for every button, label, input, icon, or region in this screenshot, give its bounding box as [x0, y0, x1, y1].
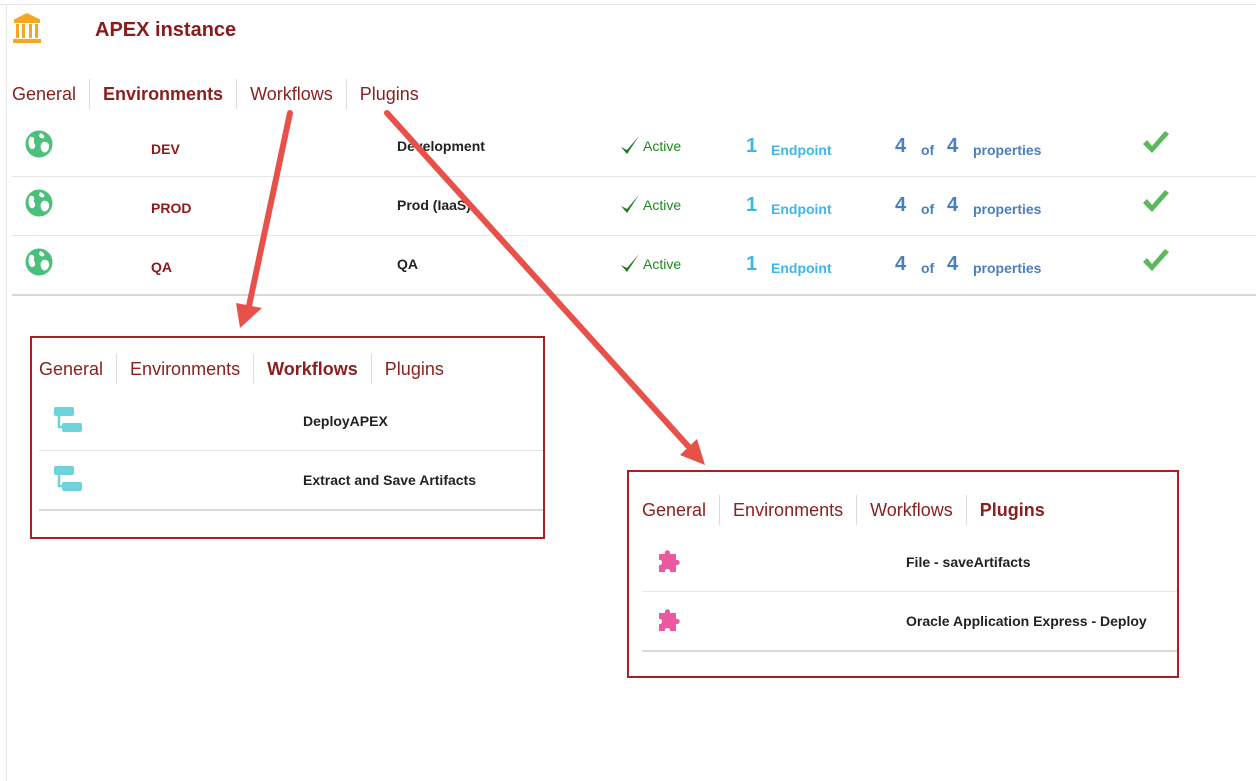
valid-checkmark-icon [1140, 248, 1172, 276]
tab-plugins[interactable]: Plugins [345, 79, 432, 109]
checkmark-icon [619, 193, 641, 217]
properties-total[interactable]: 4 [947, 135, 959, 157]
plugin-row[interactable]: File - saveArtifacts [642, 533, 1177, 592]
workflow-row[interactable]: Extract and Save Artifacts [39, 451, 543, 511]
checkmark-icon [619, 134, 641, 158]
workflow-icon [52, 405, 84, 435]
properties-configured[interactable]: 4 [895, 194, 907, 216]
plugin-name[interactable]: Oracle Application Express - Deploy [906, 613, 1147, 629]
endpoint-link[interactable]: Endpoint [771, 201, 832, 217]
plugins-panel-tab-bar: General Environments Workflows Plugins [642, 494, 1058, 526]
tab-environments[interactable]: Environments [719, 495, 856, 525]
puzzle-piece-icon [655, 546, 685, 576]
properties-of-label: of [921, 142, 935, 158]
tab-workflows[interactable]: Workflows [253, 354, 371, 384]
endpoint-link[interactable]: Endpoint [771, 260, 832, 276]
status-text: Active [643, 138, 682, 154]
workflows-callout: General Environments Workflows Plugins D… [30, 336, 545, 539]
endpoint-link[interactable]: Endpoint [771, 142, 832, 158]
tab-general[interactable]: General [642, 500, 707, 520]
properties-link[interactable]: properties [973, 142, 1042, 158]
checkmark-icon [619, 252, 641, 276]
plugin-name[interactable]: File - saveArtifacts [906, 554, 1031, 570]
environment-name[interactable]: PROD [151, 200, 192, 216]
properties-total[interactable]: 4 [947, 253, 959, 275]
status-badge: Active [619, 252, 681, 276]
properties-total[interactable]: 4 [947, 194, 959, 216]
frame-left-border [6, 4, 7, 781]
status-badge: Active [619, 193, 681, 217]
status-text: Active [643, 197, 682, 213]
properties-configured[interactable]: 4 [895, 253, 907, 275]
environment-name[interactable]: QA [151, 259, 172, 275]
plugins-list: File - saveArtifacts Oracle Application … [642, 533, 1177, 652]
status-text: Active [643, 256, 682, 272]
workflow-icon [52, 464, 84, 494]
tab-environments[interactable]: Environments [116, 354, 253, 384]
workflow-name[interactable]: Extract and Save Artifacts [303, 472, 476, 488]
environment-description: Development [397, 138, 485, 154]
globe-icon [24, 129, 54, 159]
tab-general[interactable]: General [39, 359, 104, 379]
environment-row[interactable]: DEV Development Active 1 Endpoint 4 of 4… [12, 118, 1256, 177]
main-tab-bar: General Environments Workflows Plugins [12, 78, 432, 110]
endpoint-count[interactable]: 1 [746, 135, 758, 157]
environment-description: Prod (IaaS) [397, 197, 471, 213]
endpoint-count[interactable]: 1 [746, 253, 758, 275]
bank-building-icon [13, 13, 41, 43]
properties-of-label: of [921, 260, 935, 276]
frame-top-border [0, 4, 1256, 5]
globe-icon [24, 188, 54, 218]
environments-table: DEV Development Active 1 Endpoint 4 of 4… [12, 118, 1256, 296]
puzzle-piece-icon [655, 605, 685, 635]
valid-checkmark-icon [1140, 130, 1172, 158]
tab-workflows[interactable]: Workflows [236, 79, 346, 109]
tab-general[interactable]: General [12, 84, 77, 104]
plugin-row[interactable]: Oracle Application Express - Deploy [642, 592, 1177, 652]
environment-name[interactable]: DEV [151, 141, 180, 157]
environment-row[interactable]: PROD Prod (IaaS) Active 1 Endpoint 4 of … [12, 177, 1256, 236]
workflows-list: DeployAPEX Extract and Save Artifacts [39, 392, 543, 511]
endpoint-count[interactable]: 1 [746, 194, 758, 216]
properties-configured[interactable]: 4 [895, 135, 907, 157]
workflow-name[interactable]: DeployAPEX [303, 413, 388, 429]
workflow-row[interactable]: DeployAPEX [39, 392, 543, 451]
properties-link[interactable]: properties [973, 260, 1042, 276]
globe-icon [24, 247, 54, 277]
environment-description: QA [397, 256, 418, 272]
tab-workflows[interactable]: Workflows [856, 495, 966, 525]
plugins-callout: General Environments Workflows Plugins F… [627, 470, 1179, 678]
page-title: APEX instance [95, 19, 237, 41]
environment-row[interactable]: QA QA Active 1 Endpoint 4 of 4 propertie… [12, 236, 1256, 296]
tab-plugins[interactable]: Plugins [965, 495, 1058, 525]
tab-environments[interactable]: Environments [89, 79, 236, 109]
workflows-panel-tab-bar: General Environments Workflows Plugins [39, 353, 457, 385]
properties-link[interactable]: properties [973, 201, 1042, 217]
status-badge: Active [619, 134, 681, 158]
tab-plugins[interactable]: Plugins [370, 354, 457, 384]
properties-of-label: of [921, 201, 935, 217]
valid-checkmark-icon [1140, 189, 1172, 217]
